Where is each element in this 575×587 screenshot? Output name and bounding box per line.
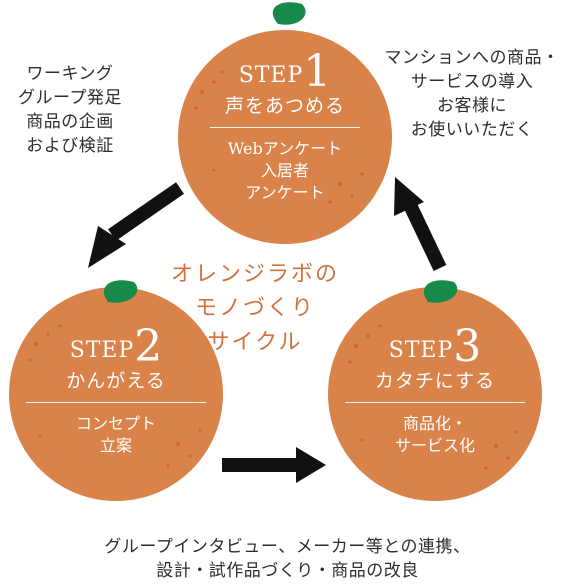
- step2-title: かんがえる: [66, 370, 166, 392]
- arrow-step2-to-step3: [222, 447, 326, 483]
- right-note-line: お使いいただく: [410, 120, 534, 140]
- step1-heading: STEP1: [185, 50, 385, 94]
- step1-desc-line: アンケート: [245, 183, 325, 202]
- bottom-note: グループインタビュー、メーカー等との連携、 設計・試作品づくり・商品の改良: [20, 535, 555, 583]
- step3-divider: [345, 402, 525, 403]
- leaf-icon: [423, 280, 458, 303]
- step2-divider: [26, 402, 206, 403]
- step3-title: カタチにする: [374, 370, 496, 392]
- step2-desc-line: コンセプト: [75, 414, 156, 433]
- step-number: 1: [303, 46, 332, 97]
- step1-divider: [210, 127, 360, 128]
- step1-desc-line: Webアンケート: [227, 139, 343, 158]
- step-number: 2: [134, 321, 163, 372]
- leaf-icon: [272, 2, 306, 25]
- arrow-icon: [296, 447, 326, 483]
- left-note-line: グループ発足: [18, 88, 122, 108]
- bottom-note-line: グループインタビュー、メーカー等との連携、: [104, 537, 471, 557]
- right-note-line: マンションへの商品・: [384, 48, 560, 68]
- cycle-title: オレンジラボの モノづくり サイクル: [155, 258, 355, 360]
- arrow-icon: [88, 226, 126, 268]
- orange-speckles: [348, 324, 518, 470]
- orange-step2: [9, 280, 223, 501]
- bottom-note-line: 設計・試作品づくり・商品の改良: [156, 561, 419, 581]
- step1-desc-line: 入居者: [260, 161, 309, 180]
- cycle-title-line: モノづくり: [194, 296, 315, 321]
- step-label: STEP: [69, 338, 135, 363]
- step2-block: STEP2 かんがえる コンセプト 立案: [16, 325, 216, 457]
- step1-block: STEP1 声をあつめる Webアンケート 入居者 アンケート: [185, 50, 385, 204]
- arrow-step1-to-step2: [88, 182, 184, 268]
- left-note-line: および検証: [26, 136, 114, 156]
- orange-step3: [328, 280, 542, 501]
- step2-heading: STEP2: [16, 325, 216, 369]
- orange-speckles: [194, 70, 364, 204]
- step-label: STEP: [238, 63, 304, 88]
- right-note-line: お客様に: [437, 96, 507, 116]
- step3-heading: STEP3: [335, 325, 535, 369]
- cycle-title-line: オレンジラボの: [170, 262, 339, 287]
- left-note-line: 商品の企画: [26, 112, 114, 132]
- step-number: 3: [453, 321, 482, 372]
- left-note: ワーキング グループ発足 商品の企画 および検証: [0, 62, 140, 158]
- right-note-line: サービスの導入: [410, 72, 534, 92]
- arrow-step3-to-step1: [394, 177, 447, 272]
- step3-desc-line: サービス化: [394, 436, 475, 455]
- leaf-icon: [103, 280, 138, 303]
- arrow-icon: [394, 177, 424, 216]
- left-note-line: ワーキング: [26, 64, 114, 84]
- right-note: マンションへの商品・ サービスの導入 お客様に お使いいただく: [372, 46, 572, 142]
- step2-desc-line: 立案: [99, 436, 132, 455]
- cycle-title-line: サイクル: [207, 330, 303, 355]
- step1-title: 声をあつめる: [224, 95, 345, 117]
- step-label: STEP: [388, 338, 454, 363]
- step3-desc-line: 商品化・: [402, 414, 467, 433]
- orange-speckles: [28, 324, 202, 468]
- orange-step1: [178, 2, 392, 244]
- step3-block: STEP3 カタチにする 商品化・ サービス化: [335, 325, 535, 457]
